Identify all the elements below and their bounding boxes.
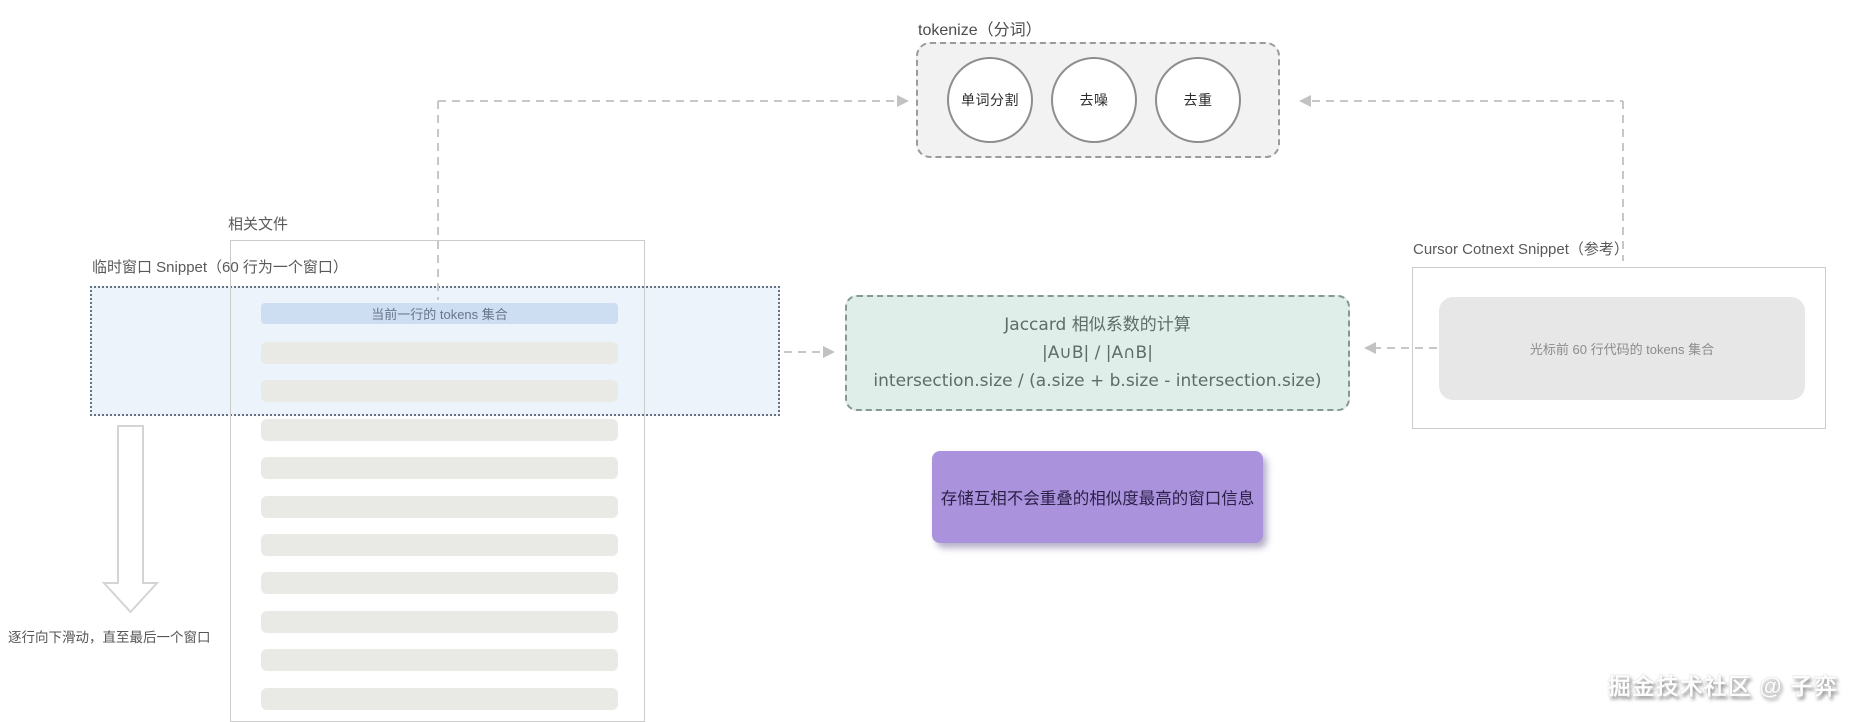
file-line-bar xyxy=(261,534,618,556)
jaccard-formula-set: |A∪B| / |A∩B| xyxy=(1042,343,1153,363)
scroll-note: 逐行向下滑动，直至最后一个窗口 xyxy=(8,630,211,645)
related-file-label: 相关文件 xyxy=(228,216,289,233)
jaccard-formula-box: Jaccard 相似系数的计算 |A∪B| / |A∩B| intersecti… xyxy=(845,295,1350,411)
file-line-bar xyxy=(261,495,618,518)
word-split-circle: 单词分割 xyxy=(947,57,1033,143)
arrowhead-into-jaccard-left-icon xyxy=(823,346,835,358)
arrowhead-into-tokenize-right-icon xyxy=(1299,95,1311,107)
temp-window-label: 临时窗口 Snippet（60 行为一个窗口） xyxy=(92,259,348,276)
denoise-circle: 去噪 xyxy=(1051,57,1137,143)
big-down-arrow-icon xyxy=(101,425,160,614)
file-line-bar xyxy=(261,610,618,633)
tokenize-pipeline-box: 单词分割 去噪 去重 xyxy=(916,42,1280,158)
current-line-tokens-bar: 当前一行的 tokens 集合 xyxy=(261,303,618,324)
file-line-bar xyxy=(261,418,618,441)
jaccard-formula-code: intersection.size / (a.size + b.size - i… xyxy=(873,371,1322,391)
tokenize-label: tokenize（分词） xyxy=(918,22,1042,39)
jaccard-title: Jaccard 相似系数的计算 xyxy=(1004,315,1191,335)
arrowhead-into-jaccard-right-icon xyxy=(1364,342,1376,354)
file-line-bar xyxy=(261,649,618,672)
watermark: 掘金技术社区 @ 子弈 xyxy=(1607,673,1838,699)
file-line-bar xyxy=(261,687,618,710)
file-line-bar xyxy=(261,342,618,364)
file-line-bar xyxy=(261,380,618,403)
file-line-bar xyxy=(261,572,618,595)
dedupe-circle: 去重 xyxy=(1155,57,1241,143)
cursor-snippet-box: 光标前 60 行代码的 tokens 集合 xyxy=(1412,267,1826,429)
store-note-box: 存储互相不会重叠的相似度最高的窗口信息 xyxy=(932,451,1263,543)
file-line-bar xyxy=(261,457,618,480)
cursor-tokens-pill: 光标前 60 行代码的 tokens 集合 xyxy=(1439,297,1805,400)
connector-cursor-to-tokenize xyxy=(1312,100,1624,261)
arrowhead-into-tokenize-left-icon xyxy=(897,95,909,107)
cursor-snippet-label: Cursor Cotnext Snippet（参考） xyxy=(1413,241,1629,258)
